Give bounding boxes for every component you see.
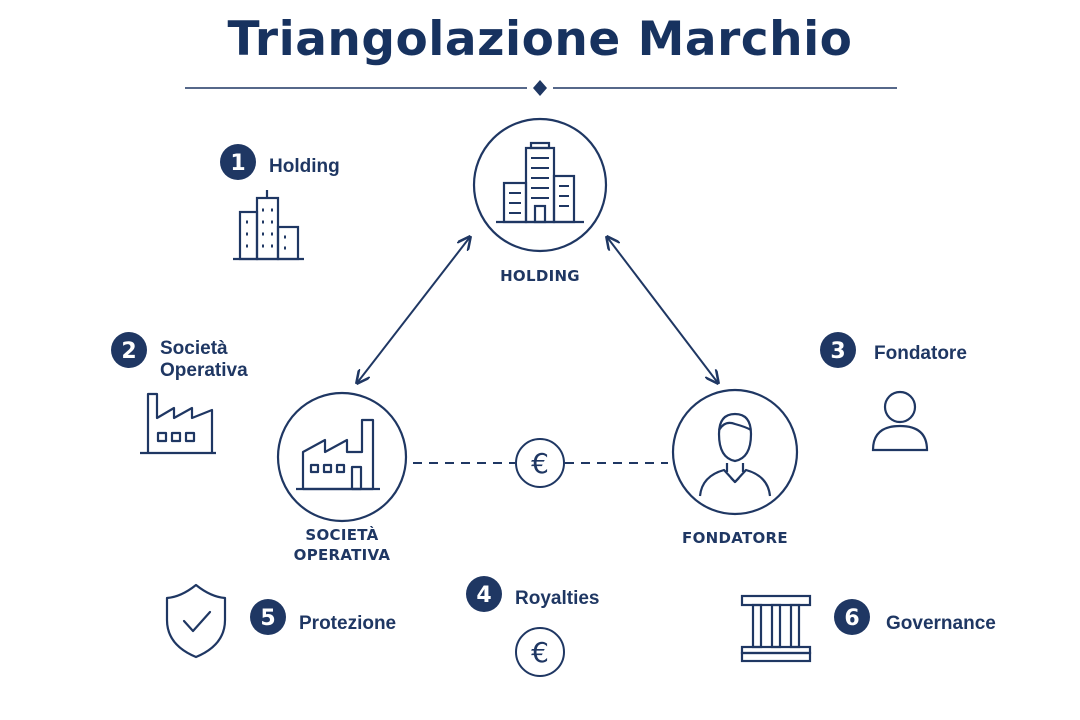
- svg-text:4: 4: [476, 583, 491, 608]
- euro-icon: €: [515, 627, 565, 677]
- svg-text:5: 5: [260, 606, 275, 631]
- legend-item-governance: 6 Governance: [740, 594, 996, 663]
- svg-text:1: 1: [230, 151, 245, 176]
- legend-item-royalties: 4 Royalties €: [466, 576, 599, 677]
- number-badge: [250, 599, 286, 635]
- legend-label: Fondatore: [874, 343, 967, 364]
- legend-label-line1: Società: [160, 338, 228, 359]
- diagram-title: Triangolazione Marchio: [227, 12, 853, 67]
- user-icon: [871, 390, 929, 452]
- node-societa-label-line2: OPERATIVA: [294, 546, 391, 564]
- svg-text:6: 6: [844, 606, 859, 631]
- legend-item-fondatore: 3 Fondatore: [820, 332, 967, 452]
- number-badge: [220, 144, 256, 180]
- legend-item-protezione: 5 Protezione: [165, 583, 396, 659]
- building-icon: [233, 190, 304, 261]
- arrow-holding-societa: [357, 237, 470, 383]
- svg-text:€: €: [531, 636, 549, 669]
- title-divider: [185, 80, 897, 96]
- legend-item-holding: 1 Holding: [220, 144, 340, 261]
- node-societa-operativa: [276, 391, 408, 523]
- factory-icon: [140, 392, 216, 455]
- shield-check-icon: [165, 583, 227, 659]
- legend-label: Holding: [269, 156, 340, 177]
- legend-label-line2: Operativa: [160, 360, 248, 381]
- number-badge: [111, 332, 147, 368]
- node-societa-label-line1: SOCIETÀ: [305, 525, 378, 544]
- legend-label: Protezione: [299, 613, 396, 634]
- person-icon: [698, 412, 772, 497]
- building-icon: [496, 141, 584, 224]
- legend-label: Governance: [886, 613, 996, 634]
- euro-link-icon: €: [515, 438, 565, 488]
- node-holding-label: HOLDING: [500, 267, 580, 285]
- svg-text:3: 3: [830, 339, 845, 364]
- svg-text:2: 2: [121, 339, 136, 364]
- node-fondatore-label: FONDATORE: [682, 529, 788, 547]
- number-badge: [466, 576, 502, 612]
- number-badge: [820, 332, 856, 368]
- node-holding: [472, 117, 608, 253]
- svg-text:€: €: [531, 447, 549, 480]
- factory-icon: [296, 418, 380, 491]
- legend-label: Royalties: [515, 588, 599, 609]
- arrow-holding-fondatore: [607, 237, 718, 383]
- institution-icon: [740, 594, 812, 663]
- number-badge: [834, 599, 870, 635]
- node-fondatore: [671, 388, 799, 516]
- legend-item-societa-operativa: 2 Società Operativa: [111, 332, 248, 455]
